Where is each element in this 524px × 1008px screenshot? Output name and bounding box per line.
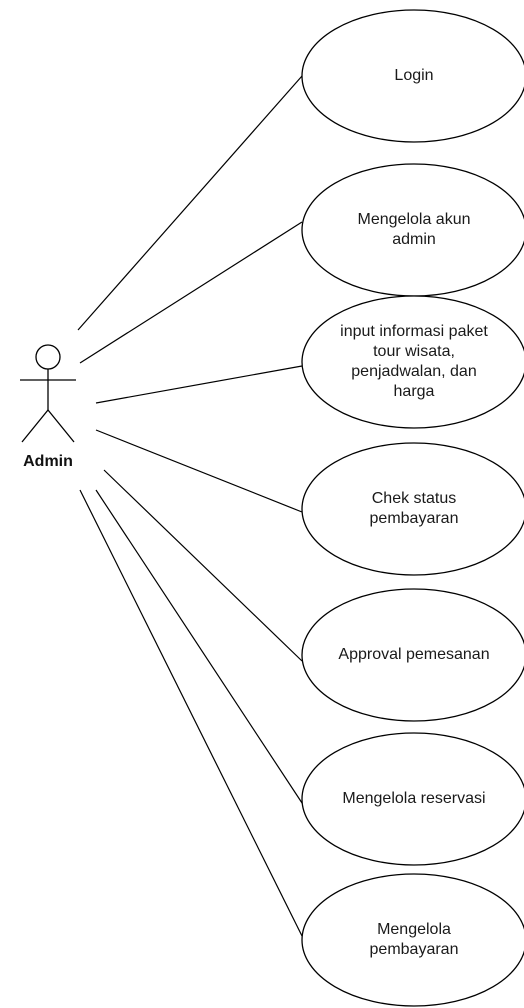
use-case-ellipse-mengelola-pembayaran xyxy=(301,873,524,1007)
use-case-label-line: Mengelola xyxy=(377,921,451,938)
use-case-label-line: Mengelola reservasi xyxy=(342,790,486,807)
use-case-label-line: input informasi paket xyxy=(340,323,488,340)
use-case-label-line: penjadwalan, dan xyxy=(351,363,477,380)
use-case-label-line: harga xyxy=(393,383,435,400)
actor-label: Admin xyxy=(23,453,73,470)
use-case-ellipses xyxy=(301,9,524,1007)
association-line-approval-pemesanan xyxy=(103,469,303,662)
use-case-label-approval-pemesanan: Approval pemesanan xyxy=(309,645,519,665)
use-case-label-mengelola-reservasi: Mengelola reservasi xyxy=(309,789,519,809)
association-line-mengelola-reservasi xyxy=(95,489,305,807)
use-case-ellipse-approval-pemesanan xyxy=(301,588,524,722)
use-case-label-line: admin xyxy=(392,231,436,248)
use-case-label-mengelola-akun-admin: Mengelola akun admin xyxy=(309,210,519,250)
use-case-label-line: pembayaran xyxy=(369,941,459,958)
association-lines xyxy=(77,75,305,941)
use-case-label-line: Login xyxy=(394,67,434,84)
association-line-mengelola-akun-admin xyxy=(79,221,303,364)
use-case-label-line: Mengelola akun xyxy=(357,211,471,228)
use-case-label-line: pembayaran xyxy=(369,510,459,527)
use-case-label-login: Login xyxy=(309,66,519,86)
use-case-ellipse-mengelola-reservasi xyxy=(301,732,524,866)
use-case-label-line: Chek status xyxy=(371,490,457,507)
use-case-ellipse-input-informasi-paket xyxy=(301,295,524,429)
use-case-label-chek-status-pembayaran: Chek status pembayaran xyxy=(309,489,519,529)
use-case-ellipse-chek-status-pembayaran xyxy=(301,442,524,576)
use-case-ellipse-login xyxy=(301,9,524,143)
stick-figure-actor-icon xyxy=(20,344,76,443)
association-line-mengelola-pembayaran xyxy=(79,489,305,941)
association-line-input-informasi-paket xyxy=(95,365,303,404)
use-case-label-mengelola-pembayaran: Mengelola pembayaran xyxy=(309,920,519,960)
association-line-login xyxy=(77,75,303,331)
association-line-chek-status-pembayaran xyxy=(95,429,303,513)
use-case-label-line: Approval pemesanan xyxy=(338,646,490,663)
use-case-label-line: tour wisata, xyxy=(373,343,455,360)
use-case-label-input-informasi-paket: input informasi paket tour wisata, penjadw… xyxy=(309,322,519,402)
